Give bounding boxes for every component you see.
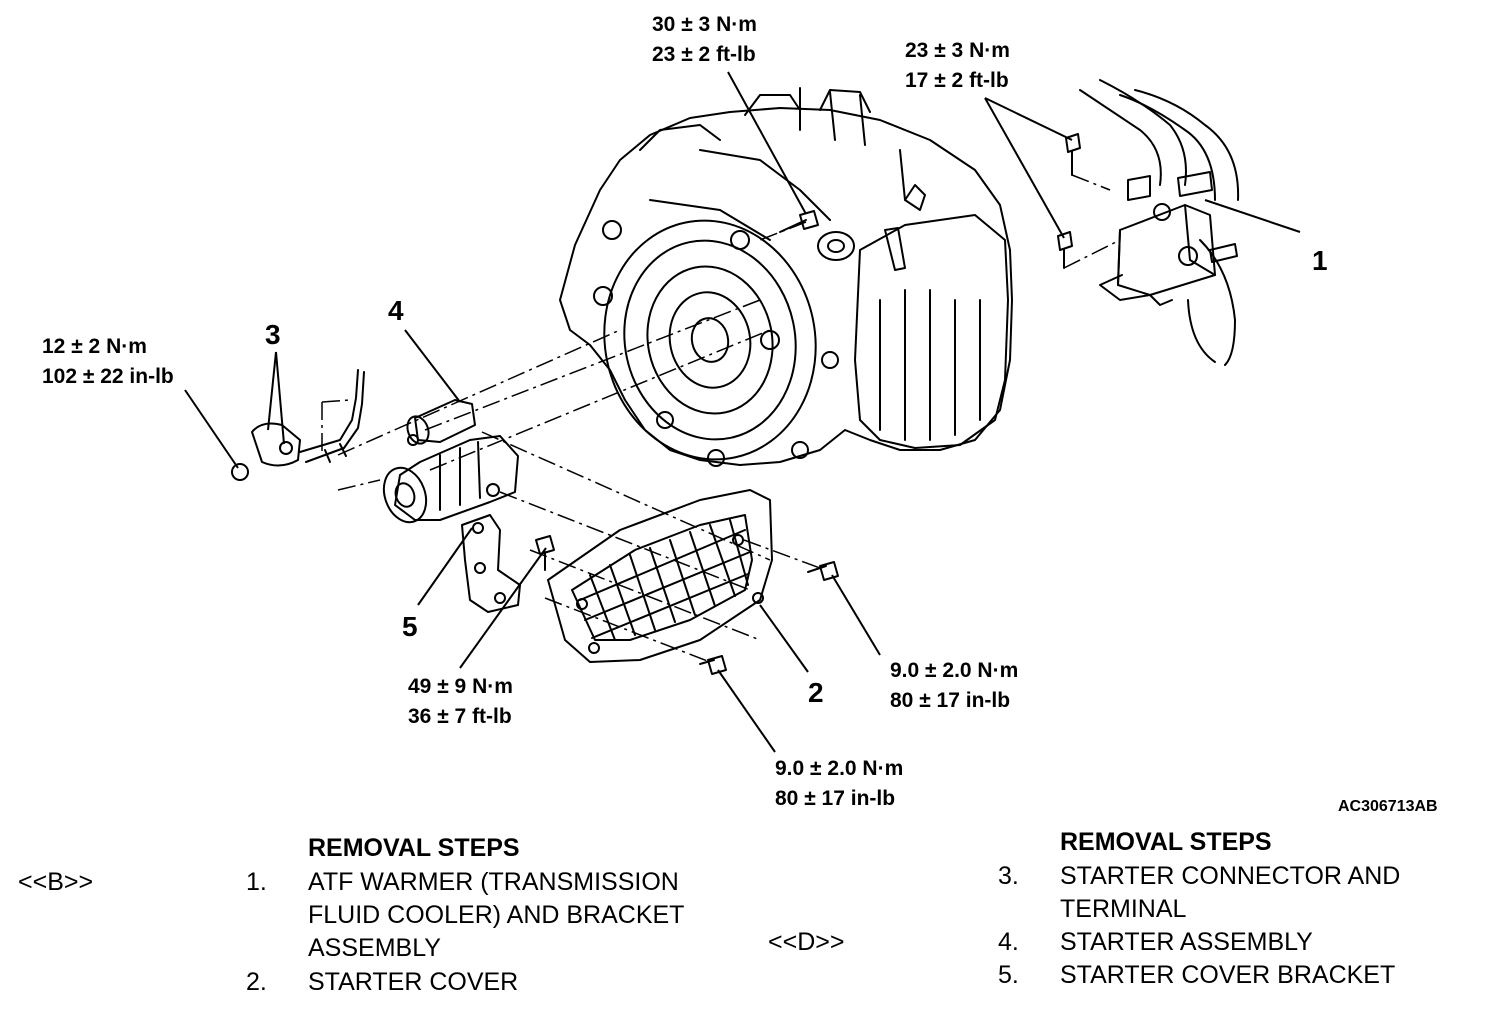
torque-left: 12 ± 2 N·m 102 ± 22 in-lb <box>42 332 174 392</box>
torque-imperial: 80 ± 17 in-lb <box>775 787 896 810</box>
starter-cover-bracket <box>461 514 555 613</box>
torque-imperial: 36 ± 7 ft-lb <box>408 705 512 728</box>
step-text: ASSEMBLY <box>308 934 441 962</box>
procedure-ref-b: <<B>> <box>18 868 94 896</box>
torque-imperial: 17 ± 2 ft-lb <box>905 69 1009 92</box>
steps-heading: REMOVAL STEPS <box>1060 828 1272 856</box>
starter-motor <box>382 399 519 524</box>
torque-imperial: 80 ± 17 in-lb <box>890 689 1011 712</box>
torque-metric: 30 ± 3 N·m <box>652 13 757 36</box>
torque-metric: 49 ± 9 N·m <box>408 675 513 698</box>
figure-id: AC306713AB <box>1338 798 1438 815</box>
step-text: STARTER CONNECTOR AND <box>1060 862 1401 890</box>
step-text: ATF WARMER (TRANSMISSION <box>308 868 679 896</box>
step-text: STARTER COVER BRACKET <box>1060 961 1396 989</box>
torque-imperial: 23 ± 2 ft-lb <box>652 43 756 66</box>
torque-bracket-bolt: 49 ± 9 N·m 36 ± 7 ft-lb <box>408 672 513 732</box>
steps-heading: REMOVAL STEPS <box>308 834 520 862</box>
torque-metric: 9.0 ± 2.0 N·m <box>890 659 1019 682</box>
torque-metric: 23 ± 3 N·m <box>905 39 1010 62</box>
top-bolt <box>779 210 819 233</box>
step-text: STARTER ASSEMBLY <box>1060 928 1313 956</box>
atf-warmer-assembly <box>1057 79 1240 366</box>
step-number: 5. <box>998 961 1019 989</box>
step-number: 4. <box>998 928 1019 956</box>
callout-1: 1 <box>1312 245 1328 276</box>
cover-bolt-right <box>807 561 839 581</box>
transaxle-case <box>559 87 1013 467</box>
step-text: FLUID COOLER) AND BRACKET <box>308 901 685 929</box>
torque-cover-right: 9.0 ± 2.0 N·m 80 ± 17 in-lb <box>890 656 1018 716</box>
cover-bolt-bottom <box>699 655 727 675</box>
callout-2: 2 <box>808 677 824 708</box>
torque-imperial: 102 ± 22 in-lb <box>42 365 174 388</box>
starter-connector <box>231 369 365 481</box>
torque-top-center: 30 ± 3 N·m 23 ± 2 ft-lb <box>652 10 757 70</box>
procedure-ref-d: <<D>> <box>768 928 845 956</box>
torque-cover-bottom: 9.0 ± 2.0 N·m 80 ± 17 in-lb <box>775 754 903 814</box>
torque-metric: 9.0 ± 2.0 N·m <box>775 757 904 780</box>
callout-4: 4 <box>388 295 404 326</box>
step-number: 3. <box>998 862 1019 890</box>
torque-top-right: 23 ± 3 N·m 17 ± 2 ft-lb <box>905 36 1010 96</box>
step-text: STARTER COVER <box>308 968 519 996</box>
step-number: 2. <box>246 968 267 996</box>
step-text: TERMINAL <box>1060 895 1187 923</box>
step-number: 1. <box>246 868 267 896</box>
starter-cover <box>547 489 773 663</box>
torque-metric: 12 ± 2 N·m <box>42 335 147 358</box>
callout-5: 5 <box>402 611 418 642</box>
callout-3: 3 <box>265 319 281 350</box>
